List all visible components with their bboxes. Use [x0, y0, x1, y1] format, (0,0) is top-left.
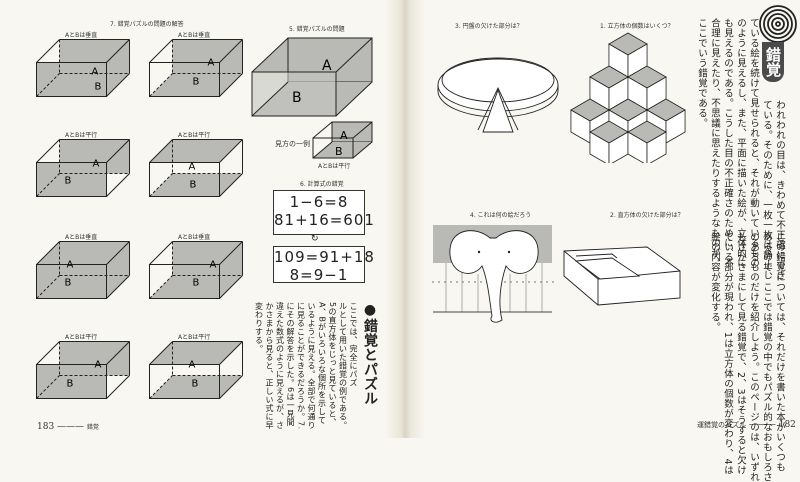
answer-box: AB [149, 341, 243, 399]
cube-stack-figure [570, 32, 686, 163]
label-b: B [190, 180, 197, 191]
fig4-caption: 4. これは何の絵だろう [470, 212, 532, 219]
fig3-caption: 3. 円盤の欠けた部分は？ [455, 23, 523, 30]
label-a: A [189, 162, 196, 173]
answer-box-caption: AとBは垂直 [178, 32, 211, 39]
text-line: 絵の内容が変化する。 [709, 232, 720, 332]
answer-box: AB [36, 341, 130, 399]
equation-box-1: 1−6=8 81+16=601 [273, 190, 375, 235]
problem6-caption: 6. 計算式の錯覚 [300, 181, 344, 188]
disk-figure [437, 57, 559, 133]
answer-box-caption: AとBは垂直 [178, 234, 211, 241]
label-a: A [340, 129, 348, 142]
right-footer: 運錯覚のパズル ——— 182 [697, 420, 796, 430]
chapter-title: 錯覚 [762, 42, 784, 82]
label-a: A [67, 260, 74, 271]
text-line: に見ることができるだろうか。7. [296, 302, 306, 430]
fig1-caption: 1. 立方体の個数はいくつ？ [600, 23, 674, 30]
rotate-arrow-icon: ↻ [311, 234, 319, 244]
label-b: B [95, 82, 102, 93]
text-line: ルとして用いた錯覚の例である。 [338, 302, 348, 430]
intro-text: われわれの目は、きわめて不正確にできている。そのために、一枚一枚は静止している絵… [695, 18, 786, 280]
text-line: かさまから見ると、正しい式に早 [265, 302, 274, 430]
example-label: 見方の一例 [275, 140, 310, 148]
section-text: ここでは、完全にパズルとして用いた錯覚の例である。5の直方体をじっと見ていると、… [253, 302, 359, 430]
label-b: B [335, 145, 343, 158]
text-line: ここでは、完全にパズ [349, 302, 358, 387]
cut-box-figure [563, 246, 681, 306]
text-line: にその解答を示した。6は一見間 [286, 302, 295, 427]
answer-box: AB [149, 241, 243, 299]
text-line: いるように見える。全部で何通り [307, 302, 316, 430]
left-footer: 183 ——— 錯覚 [37, 422, 99, 432]
label-b: B [193, 77, 200, 88]
running-title: 運錯覚のパズル [697, 421, 746, 429]
answer-box: AB [149, 39, 243, 97]
label-a: A [189, 360, 196, 371]
label-b: B [67, 379, 74, 390]
answer-box-caption: AとBは平行 [178, 334, 211, 341]
text-line: われわれの目は、きわめて不正確にでき [774, 100, 785, 280]
answer-box-caption: AとBは垂直 [65, 234, 98, 241]
answer-box: AB [36, 139, 130, 197]
text-line: ている。そのために、一枚一枚は静止し [761, 100, 772, 280]
answer-box-caption: AとBは垂直 [65, 32, 98, 39]
text-line: も見えるのである。こうした目の不正確さのために、不 [722, 18, 733, 268]
label-b: B [65, 176, 72, 187]
page-number: 183 [37, 422, 55, 432]
label-b: B [193, 278, 200, 289]
example-caption: AとBは平行 [318, 163, 351, 170]
answer-box-caption: AとBは平行 [65, 334, 98, 341]
label-a: A [210, 260, 217, 271]
text-line: のように見えるし、また、平面に描いた絵が、立体的に [735, 18, 746, 268]
equation-box-2: 109=91+18 8=9−1 [273, 246, 375, 284]
text-line: 変わりする。 [254, 302, 264, 353]
text-line: 合理に見えたり、不思議に思えたりするようなものが、 [709, 18, 720, 268]
text-line: あるので、ここでは錯覚の中でもパズル的なおもしろさ [761, 232, 772, 482]
text-line: 違えた数式のように見えるが、さ [275, 302, 285, 430]
cube [627, 120, 667, 163]
label-a: A [95, 360, 102, 371]
label-b: B [65, 278, 72, 289]
text-line: 5の直方体をじっと見ていると、 [328, 302, 337, 427]
answer-box: AB [149, 139, 243, 197]
label-a: A [93, 159, 100, 170]
running-title: 錯覚 [86, 424, 99, 431]
answer-box: AB [36, 241, 130, 299]
label-b: B [292, 90, 302, 106]
problem5-caption: 5. 錯覚パズルの問題 [289, 26, 345, 33]
label-a: A [92, 67, 99, 78]
example-box: A B [312, 121, 373, 159]
equation: 8=9−1 [289, 266, 349, 284]
text-line: もさかさまにして見る錯覚で、2、3はそうすると欠け [735, 232, 746, 476]
equation: 81+16=601 [274, 211, 375, 229]
fig2-caption: 2. 直方体の欠けた部分は？ [610, 212, 684, 219]
book-gutter [385, 0, 425, 438]
elephant-figure [432, 225, 554, 323]
text-line: ている部分が現われ、1は立方体の個数が変わり、4は [722, 232, 733, 476]
answer-caption: 7. 錯覚パズルの問題の解答 [110, 21, 184, 28]
text-line: ここでいう錯覚である。 [696, 18, 707, 128]
answer-box-caption: AとBは平行 [65, 132, 98, 139]
text-line: のあるものだけを紹介しよう。このページのは、いずれ [748, 232, 759, 482]
page-number: 182 [778, 420, 796, 430]
label-a: A [208, 58, 215, 69]
text-line: A、Bがいろいろな個所を示して [317, 302, 327, 425]
equation: 1−6=8 [289, 193, 349, 211]
equation: 109=91+18 [274, 248, 375, 266]
label-a: A [322, 58, 332, 74]
body-text: この錯覚については、それだけを書いた本がいくつもあるので、ここでは錯覚の中でもパ… [708, 232, 786, 482]
section-heading: ●錯覚とパズル [362, 302, 378, 406]
problem5-box: A B [251, 37, 373, 117]
text-line: この錯覚については、それだけを書いた本がいくつも [774, 232, 785, 472]
text-line: ている絵を続けて見せられると、それが動いているもの [748, 18, 759, 268]
label-b: B [192, 379, 199, 390]
answer-box-caption: AとBは平行 [178, 132, 211, 139]
answer-box: AB [36, 39, 130, 97]
